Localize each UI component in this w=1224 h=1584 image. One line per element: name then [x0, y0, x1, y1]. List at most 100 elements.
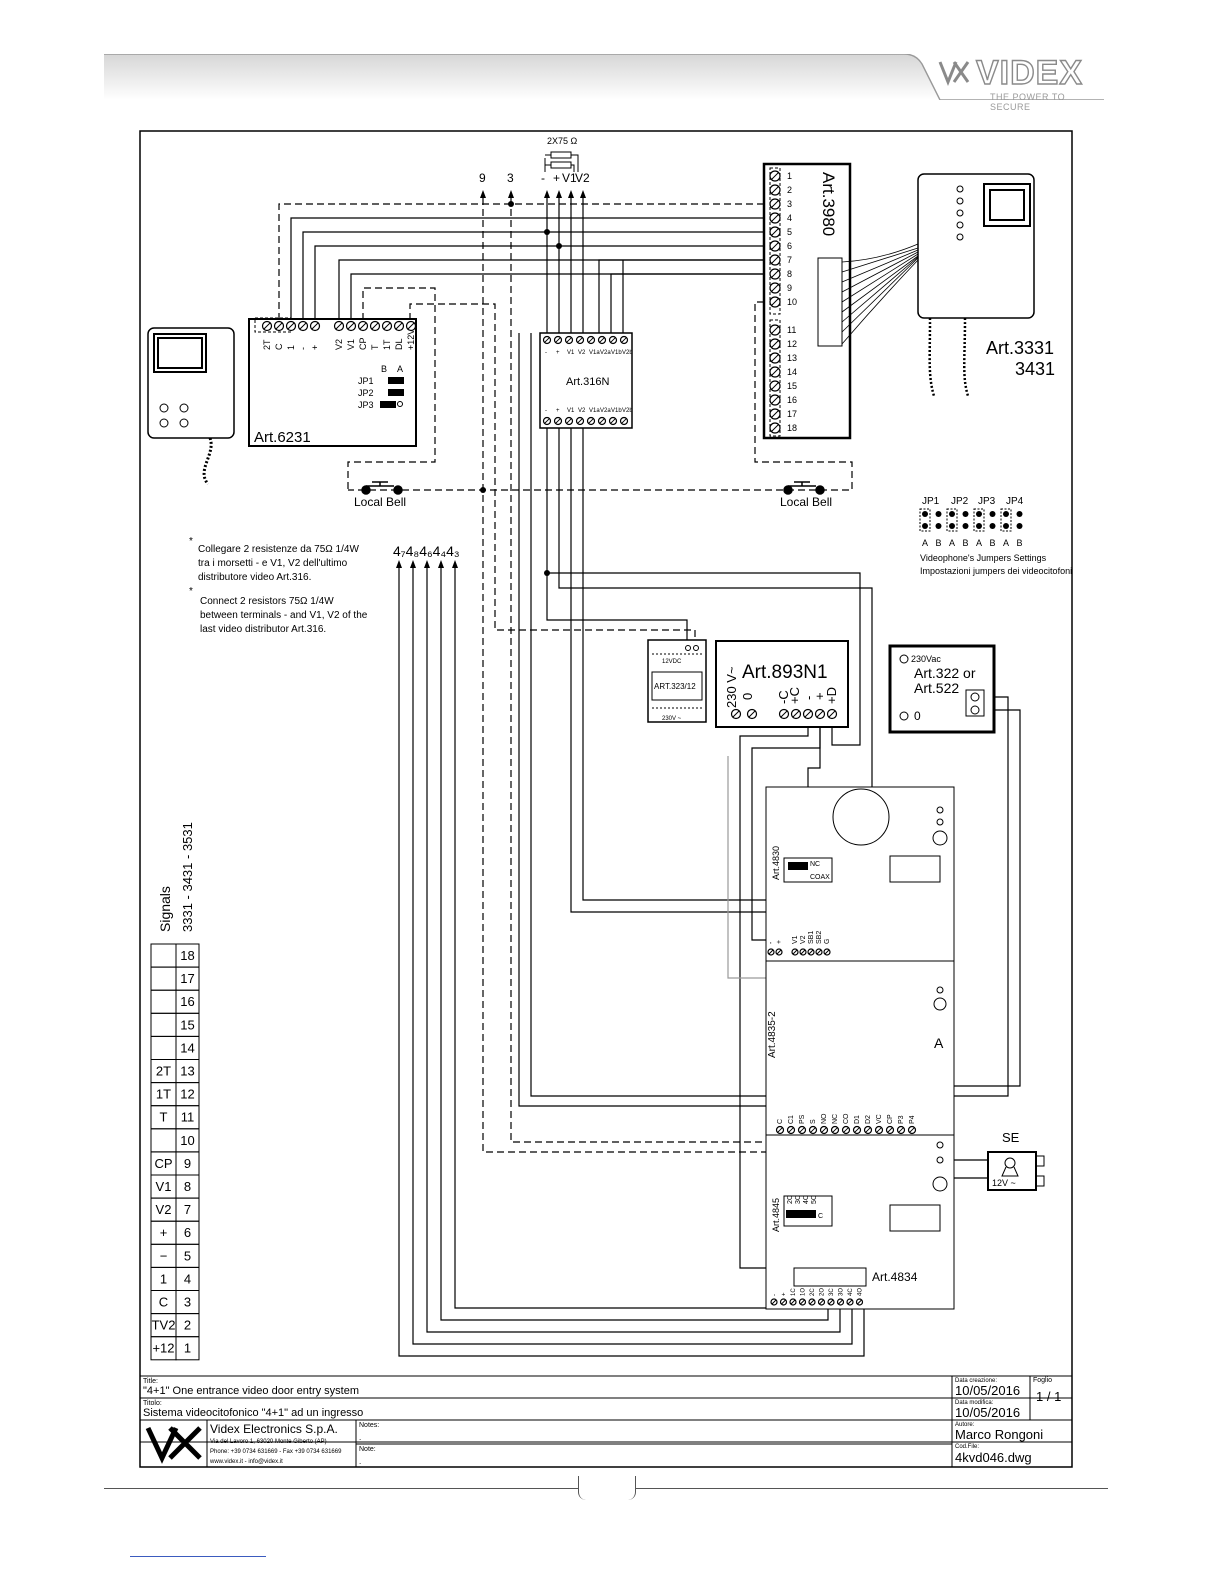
jumper-ab-label: B: [1017, 538, 1023, 548]
art316n-top-label: V2a: [600, 350, 611, 356]
art893-label: Art.893N1: [742, 662, 828, 683]
art6231-terminal-label: DL: [394, 338, 404, 350]
art4830-terminal-label: +: [776, 940, 783, 944]
art6231-terminal-label: CP: [358, 337, 368, 350]
art4834-terminal: [789, 1298, 797, 1306]
art323-top: 12VDC: [662, 659, 682, 665]
art893-terminal: [746, 708, 758, 720]
art6231-terminal: [285, 320, 297, 332]
signals-name: 2T: [156, 1064, 171, 1079]
art3980-terminal: [769, 324, 781, 336]
tb-titolo-label: Titolo:: [143, 1400, 162, 1407]
art3980-terminal: [769, 184, 781, 196]
se-lock: SE 12V ~: [987, 1130, 1045, 1191]
art3980-terminal: [769, 408, 781, 420]
art3980-terminal: [769, 366, 781, 378]
signals-number: 8: [184, 1179, 191, 1194]
signals-number: 9: [184, 1156, 191, 1171]
tb-creation: 10/05/2016: [955, 1383, 1020, 1398]
art48352-terminal: [896, 1125, 906, 1135]
art3980-terminal-label: 17: [787, 409, 797, 419]
art3980-terminal: [769, 282, 781, 294]
jumper-ab-label: B: [990, 538, 996, 548]
note-en-line3: last video distributor Art.316.: [200, 624, 326, 635]
art48352-terminal: [907, 1125, 917, 1135]
art3980-terminal-label: 1: [787, 171, 792, 181]
art3331-videophone: [917, 173, 1035, 397]
art316n-bottom-terminal: [564, 416, 574, 426]
jumper-pin: [1003, 511, 1009, 517]
art893-pc: +C: [787, 687, 802, 704]
art316n-bottom-terminal: [597, 416, 607, 426]
tb-file: 4kvd046.dwg: [955, 1450, 1032, 1465]
signals-cell-name: [150, 966, 177, 991]
art48352-terminal: [852, 1125, 862, 1135]
art3980-terminal: [769, 240, 781, 252]
jumper-ab-label: A: [1003, 538, 1009, 548]
art322-label2: Art.522: [914, 680, 959, 696]
art48352-terminal-label: S: [810, 1119, 817, 1124]
signals-number: 5: [184, 1248, 191, 1263]
art48352-terminal: [819, 1125, 829, 1135]
art322-vac: 230Vac: [911, 654, 941, 664]
art4834-terminal: [779, 1298, 788, 1306]
art48352-terminal-label: C1: [788, 1115, 795, 1124]
art323-label: ART.323/12: [654, 682, 696, 691]
videx-mark-icon: [938, 61, 970, 87]
note-en-star: *: [189, 586, 193, 597]
signals-name: V1: [156, 1179, 172, 1194]
art4834-terminal: [817, 1298, 826, 1306]
art4830-terminal: [807, 948, 815, 956]
jumper-ab-label: B: [936, 538, 942, 548]
art3431-label: 3431: [1015, 359, 1055, 379]
art48352-terminal-label: NC: [832, 1114, 839, 1124]
art48352-terminal-label: PS: [799, 1114, 806, 1124]
note-en-line1: Connect 2 resistors 75Ω 1/4W: [200, 596, 334, 607]
art893-terminal: [802, 708, 814, 720]
signals-name: +12: [152, 1341, 174, 1356]
art323-psu: 12VDC ART.323/12 230V ~: [647, 639, 707, 723]
jumper-pin: [922, 523, 928, 529]
art3980-terminal: [769, 422, 781, 434]
art48352-terminal-label: CP: [887, 1114, 894, 1124]
signals-name: CP: [154, 1156, 172, 1171]
tb-author: Marco Rongoni: [955, 1427, 1043, 1442]
jumper-pin: [922, 511, 928, 517]
art4834-terminal: [798, 1298, 807, 1306]
local-bell-right: Local Bell: [780, 495, 832, 509]
art6231-terminal: [261, 320, 273, 332]
art3980-terminal-label: 2: [787, 185, 792, 195]
art893-terminal: [826, 708, 838, 720]
art316n-top-label: V1a: [589, 350, 600, 356]
art3980-terminal: [769, 380, 781, 392]
tb-note-val: .: [359, 1457, 361, 1466]
art4845-terminal-label: 5C: [811, 1195, 818, 1204]
art316n-top-terminal: [586, 335, 596, 345]
art48352-terminal-label: P3: [898, 1115, 905, 1124]
art4830-terminal: [767, 948, 775, 956]
art893-0: 0: [740, 693, 755, 700]
art48352-terminal: [841, 1125, 851, 1135]
jp-head-a: A: [397, 364, 403, 374]
jp-head-2: JP2: [951, 496, 969, 507]
art3980-terminal-label: 12: [787, 339, 797, 349]
art3980-terminal: [769, 296, 781, 308]
art316n-top-terminal: [575, 335, 585, 345]
signals-cell-name: [150, 989, 177, 1014]
art3980-terminal-label: 5: [787, 227, 792, 237]
art3980-terminal: [769, 254, 781, 266]
art316n-top-terminal: [542, 335, 552, 345]
art6231-label: Art.6231: [254, 429, 311, 446]
signals-title: Signals: [157, 886, 173, 932]
art6231-terminal: [381, 320, 393, 332]
jumper-pin: [989, 511, 996, 517]
art4834-terminal: [836, 1298, 845, 1306]
art316n-bottom-label: V1a: [589, 408, 600, 414]
